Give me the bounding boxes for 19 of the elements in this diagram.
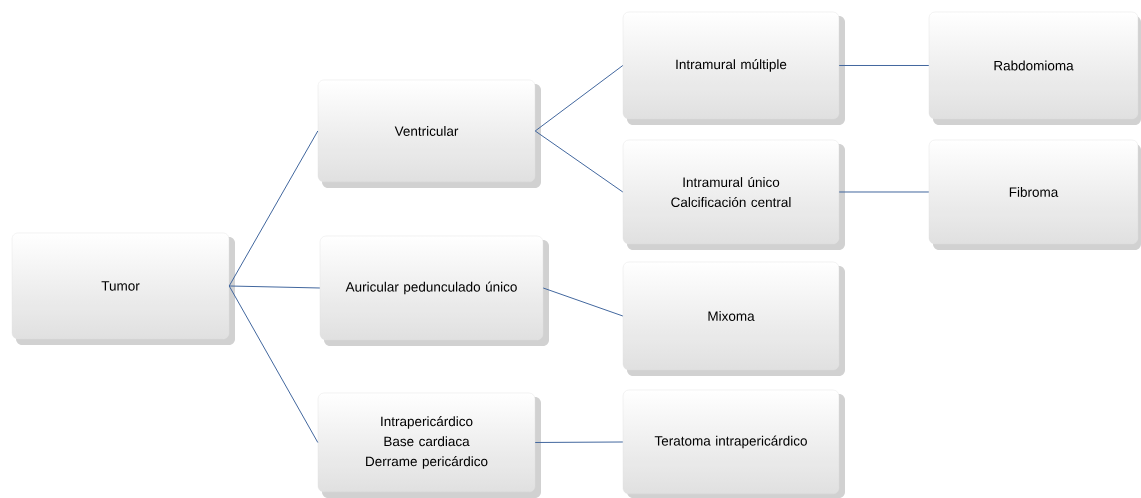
- connector-line: [228, 130, 319, 287]
- connector-line: [534, 65, 624, 132]
- connector-line: [534, 441, 624, 443]
- connector-line: [542, 287, 624, 317]
- process-box: Ventricular: [317, 79, 541, 188]
- process-box: Intrapericárdico Base cardiaca Derrame pericárdico: [317, 392, 541, 498]
- process-box: Mixoma: [622, 261, 845, 376]
- connector-line: [228, 285, 321, 289]
- process-box: Tumor: [11, 232, 235, 345]
- connector-line: [838, 191, 930, 193]
- process-box: Fibroma: [928, 139, 1141, 250]
- process-box: Intramural múltiple: [622, 11, 845, 125]
- connector-line: [228, 285, 319, 443]
- process-box: Rabdomioma: [928, 11, 1141, 125]
- connector-line: [838, 65, 930, 66]
- process-box: Intramural único Calcificación central: [622, 139, 845, 250]
- connector-line: [534, 130, 624, 193]
- process-box: Teratoma intrapericárdico: [622, 389, 845, 498]
- process-box: Auricular pedunculado único: [319, 235, 549, 346]
